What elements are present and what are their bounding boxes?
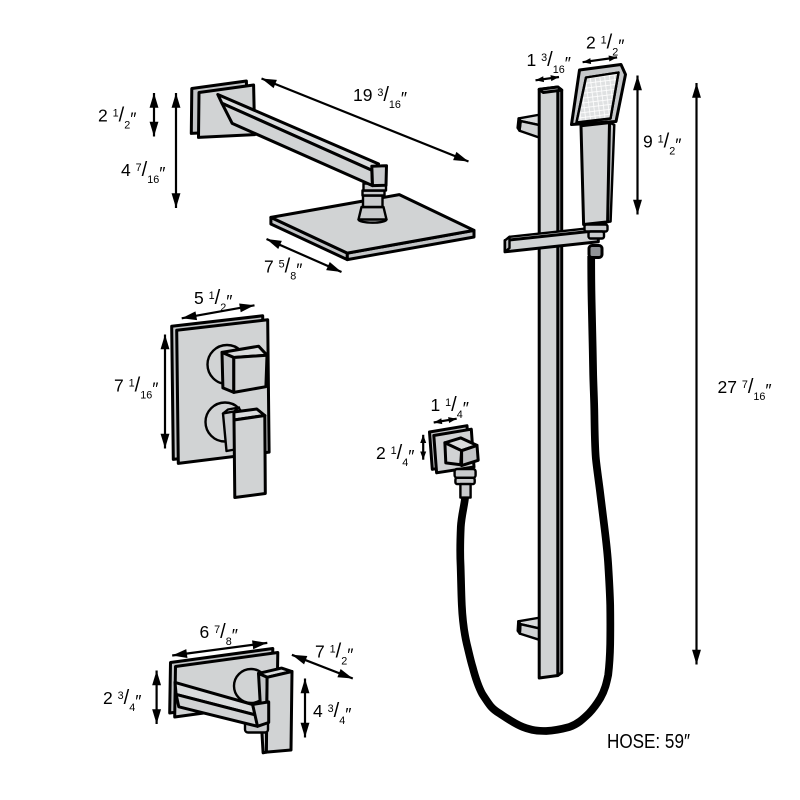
svg-text:2 3/4″: 2 3/4″ <box>103 687 141 714</box>
svg-text:2 1/2″: 2 1/2″ <box>98 105 136 132</box>
svg-text:4 7/16″: 4 7/16″ <box>121 159 165 186</box>
svg-text:6 7/8″: 6 7/8″ <box>200 621 238 648</box>
svg-text:1 1/4″: 1 1/4″ <box>431 394 469 421</box>
svg-text:5 1/2″: 5 1/2″ <box>194 287 232 314</box>
svg-text:1 3/16″: 1 3/16″ <box>527 49 571 76</box>
svg-text:27 7/16″: 27 7/16″ <box>718 376 772 403</box>
svg-text:2 1/4″: 2 1/4″ <box>376 442 414 469</box>
svg-text:7 1/2″: 7 1/2″ <box>315 641 353 668</box>
svg-text:HOSE: 59″: HOSE: 59″ <box>607 731 690 753</box>
svg-text:2 1/2″: 2 1/2″ <box>586 32 624 59</box>
svg-text:4 3/4″: 4 3/4″ <box>313 700 351 727</box>
svg-text:19 3/16″: 19 3/16″ <box>353 84 407 111</box>
svg-text:7 5/8″: 7 5/8″ <box>264 256 302 283</box>
svg-text:9 1/2″: 9 1/2″ <box>643 131 681 158</box>
svg-text:7 1/16″: 7 1/16″ <box>114 375 158 402</box>
